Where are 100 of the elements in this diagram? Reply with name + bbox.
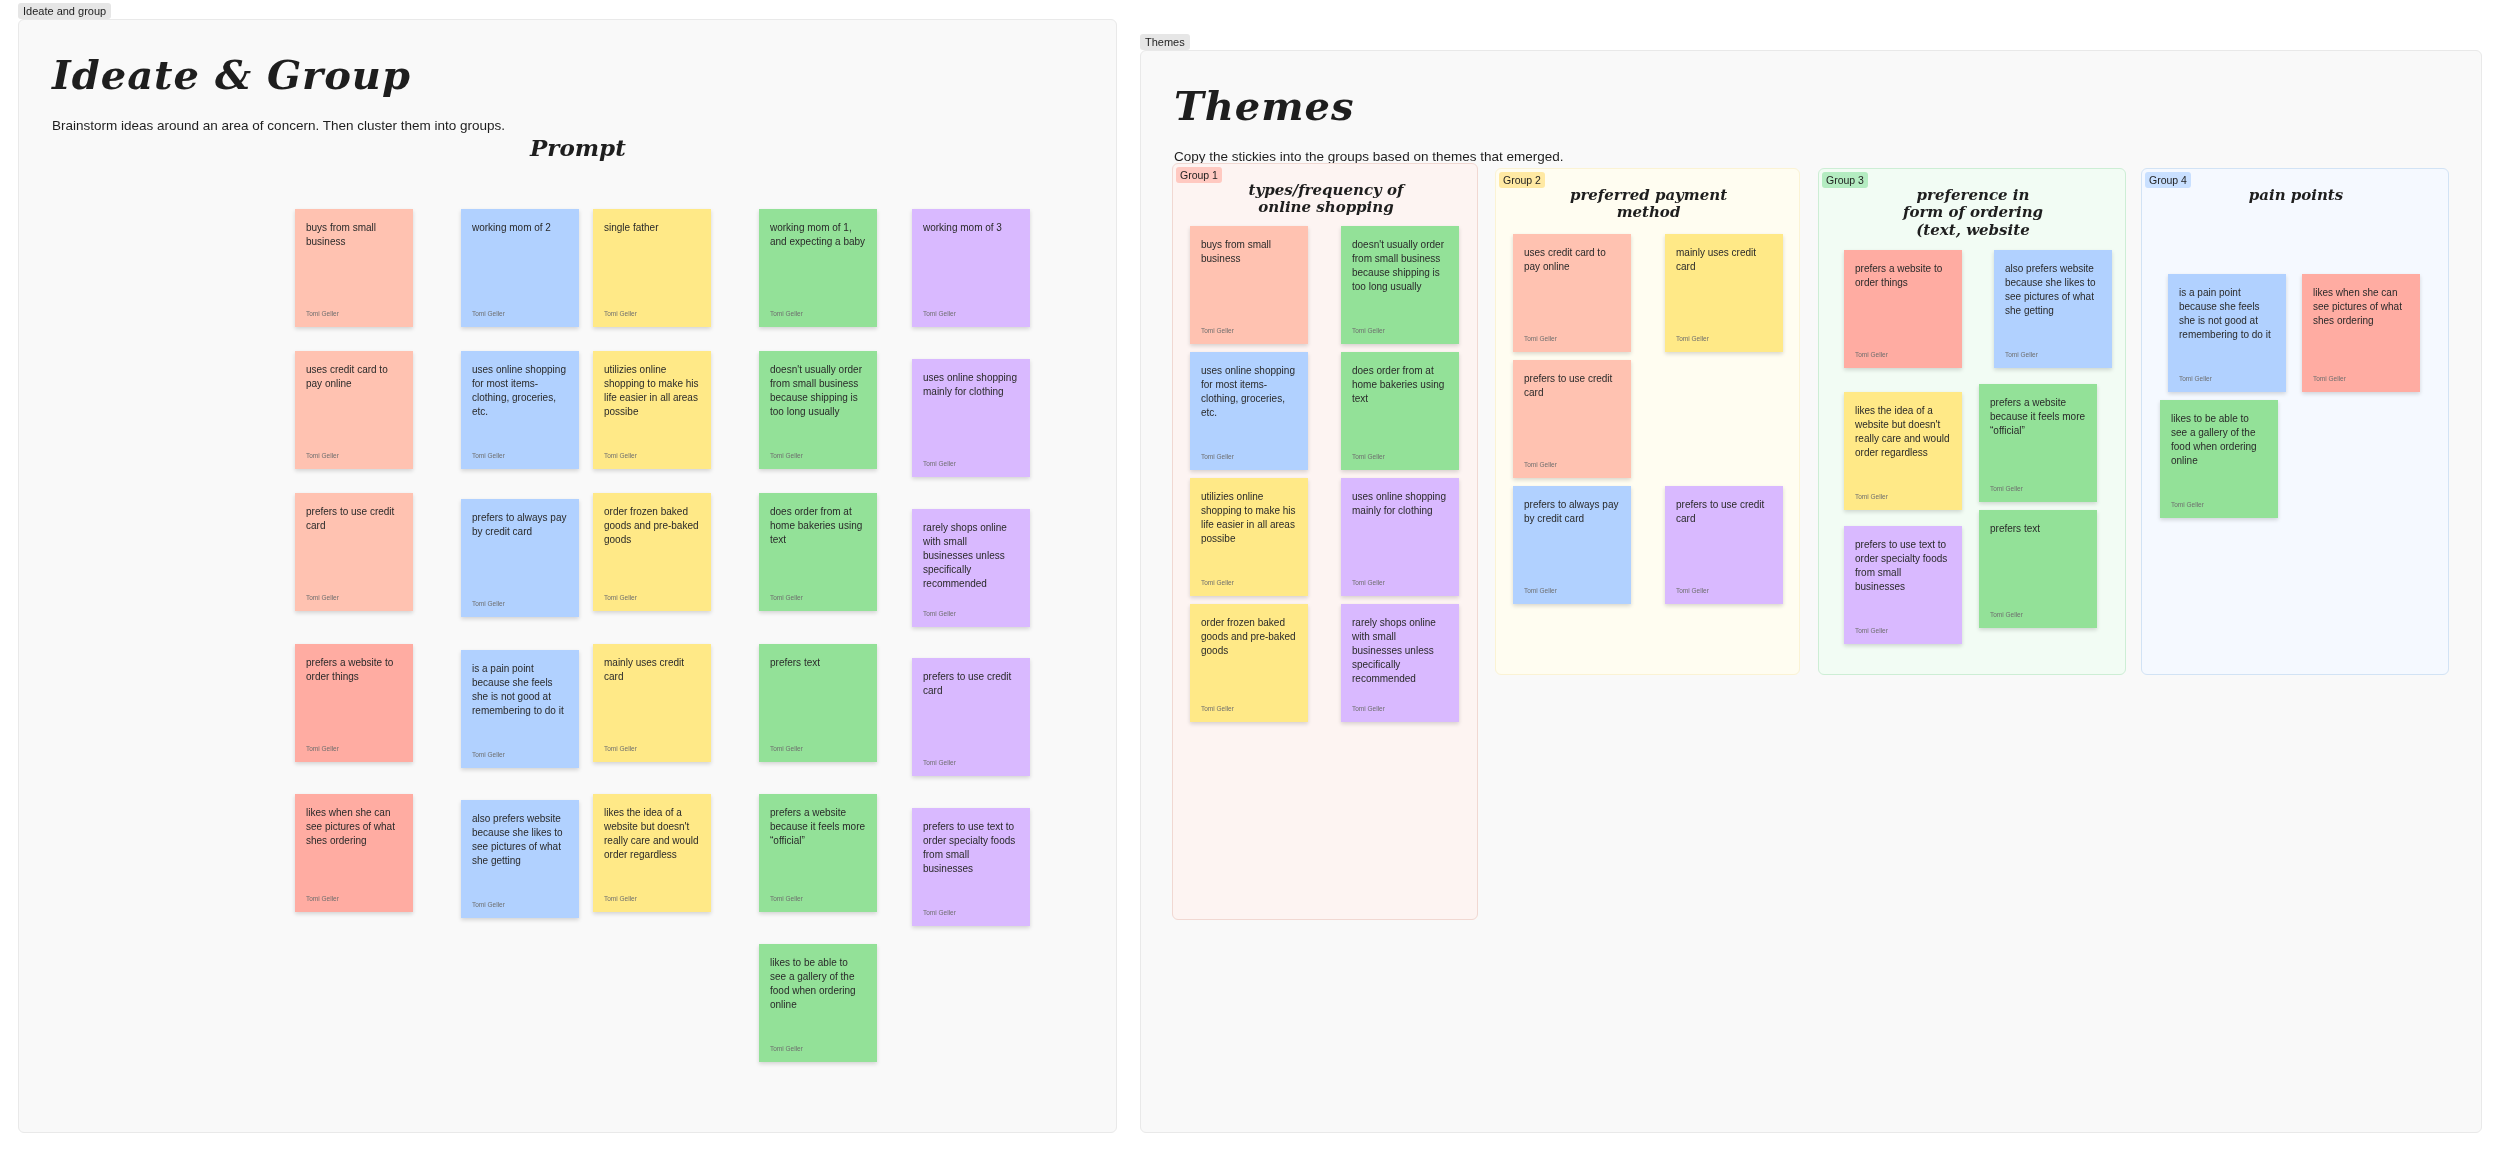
sticky-note [295,644,413,762]
section-tab: Ideate and group [18,3,112,19]
sticky-note [912,658,1030,776]
note-text: working mom of 3 [923,221,1003,235]
prompt-heading: Prompt [530,135,626,162]
sticky-note [912,359,1030,477]
sticky-note [1979,510,2097,628]
note-text: prefers to use credit card [1524,372,1614,400]
note-text: order frozen baked goods and pre-baked goods [1201,616,1297,658]
note-text: prefers a website to order things [1855,262,1944,290]
sticky-note [295,493,413,611]
board-title: Ideate & Group [52,51,411,98]
note-text: is a pain point because she feels she is not good at remembering to do it [2179,286,2272,342]
note-text: prefers text [770,656,822,670]
sticky-note [759,351,877,469]
sticky-note [1190,478,1308,596]
sticky-note [1190,604,1308,722]
section-tab: Themes [1140,34,1190,50]
group-heading: types/frequency of online shopping [1247,182,1407,217]
sticky-note [1665,486,1783,604]
note-text: prefers to always pay by credit card [472,511,568,539]
group-tag: Group 1 [1176,167,1222,183]
group-frame [2141,168,2449,675]
note-text: likes to be able to see a gallery of the food when ordering online [2171,412,2258,468]
note-text: mainly uses credit card [604,656,686,684]
note-text: prefers a website because it feels more “official” [1990,396,2086,438]
sticky-note [593,644,711,762]
sticky-note [759,493,877,611]
note-text: prefers to use credit card [1676,498,1766,526]
sticky-note [295,351,413,469]
note-text: also prefers website because she likes to see pictures of what she getting [2005,262,2097,318]
note-text: rarely shops online with small businesses unless specifically recommended [923,521,1008,591]
group-heading: preference in form of ordering (text, website [1901,187,2045,239]
note-text: working mom of 1, and expecting a baby [770,221,866,249]
note-text: prefers to use text to order specialty foods from small businesses [1855,538,1949,594]
note-text: utilizies online shopping to make his life easier in all areas possibe [1201,490,1297,546]
group-frame [1818,168,2126,675]
group-frame [1495,168,1800,675]
sticky-note [1341,604,1459,722]
note-text: likes when she can see pictures of what shes ordering [306,806,396,848]
note-text: likes the idea of a website but doesn't really care and would order regardless [604,806,700,862]
sticky-note [759,944,877,1062]
sticky-note [295,794,413,912]
sticky-note [2302,274,2420,392]
sticky-note [1994,250,2112,368]
sticky-note [1665,234,1783,352]
group-frame [1172,163,1478,920]
note-text: likes when she can see pictures of what shes ordering [2313,286,2403,328]
sticky-note [1844,250,1962,368]
sticky-note [1513,234,1631,352]
sticky-note [912,509,1030,627]
note-text: prefers to use text to order specialty foods from small businesses [923,820,1017,876]
note-text: uses online shopping for most items- clothing, groceries, etc. [1201,364,1296,420]
note-text: prefers a website to order things [306,656,395,684]
note-text: single father [604,221,660,235]
note-text: is a pain point because she feels she is not good at remembering to do it [472,662,565,718]
note-text: buys from small business [1201,238,1272,266]
sticky-note [461,351,579,469]
note-text: working mom of 2 [472,221,552,235]
sticky-note [295,209,413,327]
sticky-note [1844,392,1962,510]
board-title: Themes [1174,82,1355,129]
note-text: prefers a website because it feels more “official” [770,806,866,848]
note-text: utilizies online shopping to make his life easier in all areas possibe [604,363,700,419]
sticky-note [461,800,579,918]
sticky-note [1341,478,1459,596]
sticky-note [912,808,1030,926]
group-heading: preferred payment method [1568,187,1729,222]
sticky-note [2160,400,2278,518]
sticky-note [759,209,877,327]
sticky-note [593,209,711,327]
sticky-note [1190,352,1308,470]
note-text: order frozen baked goods and pre-baked goods [604,505,700,547]
sticky-note [1513,486,1631,604]
sticky-note [461,650,579,768]
sticky-note [1844,526,1962,644]
note-text: prefers to use credit card [306,505,396,533]
sticky-note [912,209,1030,327]
note-text: mainly uses credit card [1676,246,1758,274]
note-text: likes the idea of a website but doesn't really care and would order regardless [1855,404,1951,460]
note-text: doesn't usually order from small business because shipping is too long usually [1352,238,1445,294]
note-text: uses online shopping mainly for clothing [1352,490,1447,518]
instructions-text: Copy the stickies into the groups based on themes that emerged. [1174,149,1564,164]
note-text: buys from small business [306,221,377,249]
note-text: rarely shops online with small businesses unless specifically recommended [1352,616,1437,686]
sticky-note [759,794,877,912]
sticky-note [593,351,711,469]
sticky-note [593,493,711,611]
group-tag: Group 2 [1499,172,1545,188]
note-text: does order from at home bakeries using text [770,505,864,547]
instructions-text: Brainstorm ideas around an area of concern. Then cluster them into groups. [52,118,505,133]
sticky-note [1190,226,1308,344]
sticky-note [1979,384,2097,502]
sticky-note [2168,274,2286,392]
sticky-note [1341,226,1459,344]
note-text: does order from at home bakeries using text [1352,364,1446,406]
note-text: also prefers website because she likes to see pictures of what she getting [472,812,564,868]
note-text: prefers to always pay by credit card [1524,498,1620,526]
sticky-note [759,644,877,762]
sticky-note [1341,352,1459,470]
